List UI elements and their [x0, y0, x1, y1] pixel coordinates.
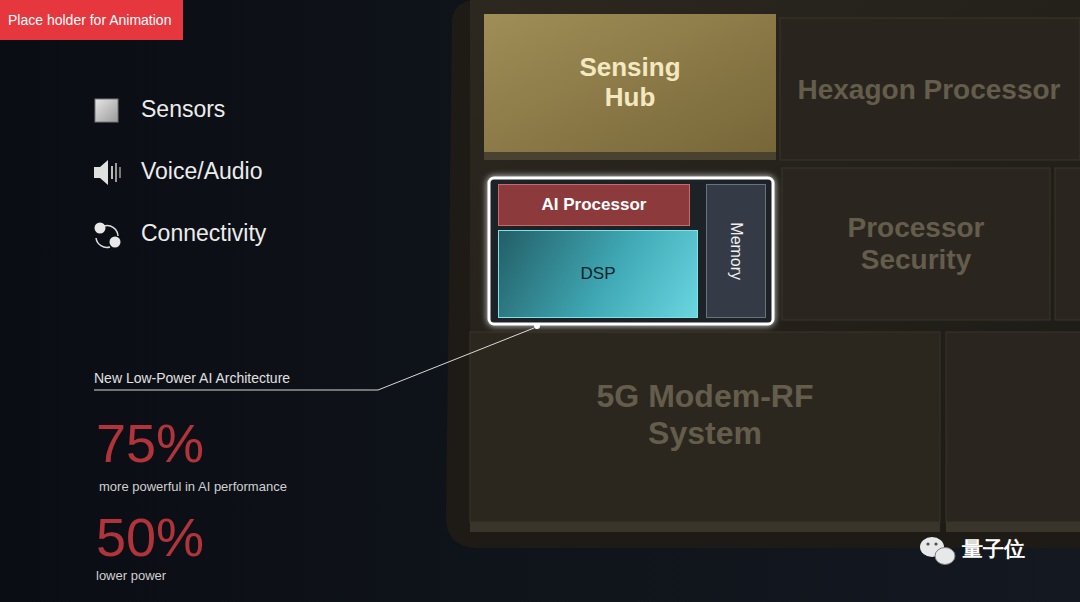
stat-caption-text: more powerful in AI performance: [99, 479, 287, 494]
feature-item-text: Voice/Audio: [141, 158, 262, 184]
connectivity-icon: [95, 223, 121, 248]
tile: [1055, 168, 1080, 320]
hexagon-tile: Hexagon Processor: [780, 50, 1078, 130]
watermark-text: 量子位: [962, 537, 1025, 561]
tile: [782, 168, 1050, 320]
tile-edge: [946, 522, 1080, 532]
callout-label-text: New Low-Power AI Architecture: [94, 370, 290, 386]
sensor-icon: [95, 99, 118, 122]
callout-label: New Low-Power AI Architecture: [94, 369, 290, 387]
feature-item: Connectivity: [141, 221, 266, 246]
feature-item-text: Sensors: [141, 96, 225, 122]
gold-block-edge: [484, 152, 776, 160]
speaker-icon: [94, 160, 120, 185]
highlight-outline: [489, 178, 773, 324]
block-label: DSP: [581, 264, 616, 284]
feature-item: Sensors: [141, 97, 225, 122]
security-tile: Processor Security: [782, 168, 1050, 320]
tile: [946, 332, 1080, 522]
stat-number: 50%: [96, 508, 204, 567]
placeholder-tag-text: Place holder for Animation: [8, 12, 171, 28]
feature-item-text: Connectivity: [141, 220, 266, 246]
feature-item: Voice/Audio: [141, 159, 262, 184]
block-label: Processor Security: [821, 212, 1011, 276]
stat-number-text: 50%: [96, 507, 204, 567]
modem-tile: 5G Modem-RF System: [470, 350, 940, 480]
tile-edge: [470, 522, 940, 532]
block-label: Sensing Hub: [565, 53, 695, 113]
memory-block: Memory: [706, 184, 766, 318]
block-label: Hexagon Processor: [798, 74, 1061, 106]
stat-number: 75%: [96, 414, 204, 473]
leader-dot: [534, 323, 540, 329]
tile: [470, 332, 940, 522]
block-label: AI Processor: [542, 195, 647, 215]
watermark: 量子位: [962, 538, 1025, 561]
placeholder-tag: Place holder for Animation: [0, 0, 183, 40]
stat-caption: lower power: [96, 566, 166, 584]
leader-line: [94, 328, 534, 390]
block-label: 5G Modem-RF System: [555, 378, 855, 452]
wechat-icon: [920, 537, 955, 565]
ai-processor-block: AI Processor: [498, 184, 690, 226]
dsp-block: DSP: [498, 230, 698, 318]
tile: [780, 18, 1080, 160]
stat-caption: more powerful in AI performance: [99, 477, 287, 495]
stat-caption-text: lower power: [96, 568, 166, 583]
gold-block: [484, 14, 776, 152]
sensing-hub-block: Sensing Hub: [484, 14, 776, 152]
block-label: Memory: [727, 222, 745, 280]
stat-number-text: 75%: [96, 413, 204, 473]
